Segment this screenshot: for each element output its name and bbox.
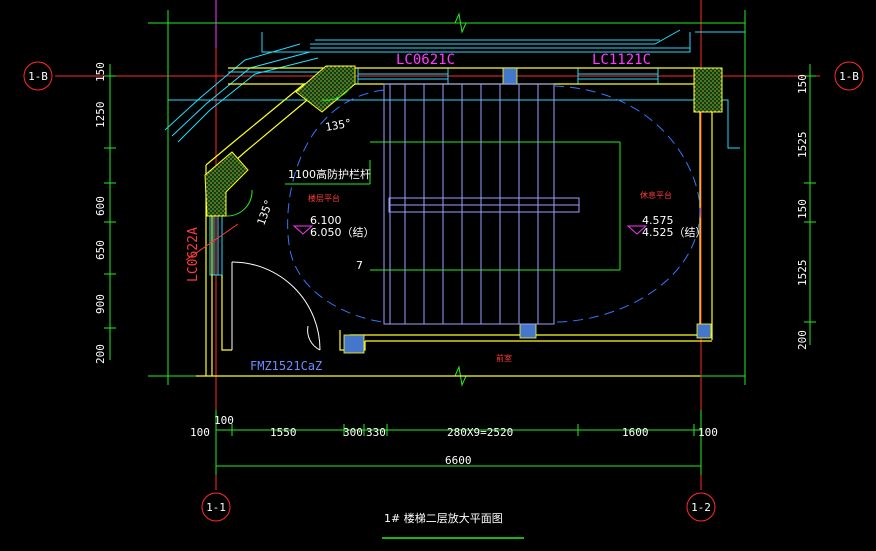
dim-right: 1525 [796, 132, 809, 159]
axis-label: 1-2 [691, 501, 711, 514]
dim-left: 900 [94, 294, 107, 314]
elev-marker-left [292, 225, 314, 235]
stair-arrow-mark: 7 [356, 259, 363, 272]
axis-label: 1-B [839, 70, 859, 83]
dim-total: 6600 [445, 454, 472, 467]
landing-left-label: 楼层平台 [308, 193, 340, 203]
dim-left: 650 [94, 240, 107, 260]
axis-bubble-11: 1-1 [201, 492, 231, 522]
dim-bottom: 280X9=2520 [447, 426, 513, 439]
axis-bubble-1b-left: 1-B [23, 61, 53, 91]
landing-right-elev-struct: 4.525（结） [642, 226, 707, 239]
elev-marker-right [626, 225, 648, 235]
break-mark-top [454, 12, 467, 34]
drawing-title: 1# 楼梯二层放大平面图 [384, 511, 503, 525]
angle-arc-2 [225, 189, 253, 217]
landing-outline [287, 85, 701, 323]
dim-right: 150 [796, 199, 809, 219]
door-swing [231, 261, 321, 351]
landing-right-label: 休息平台 [640, 190, 672, 200]
landing-left-elev: 6.100 [310, 214, 342, 227]
landing-right-elev: 4.575 [642, 214, 674, 227]
left-dimensions: 150 1250 600 650 900 200 [94, 62, 107, 364]
angle-label-2: 135° [255, 198, 276, 227]
dim-bottom: 1550 [270, 426, 297, 439]
axis-label: 1-1 [206, 501, 226, 514]
dim-bottom: 300 [343, 426, 363, 439]
window-label-lc0621c: LC0621C [396, 52, 455, 68]
dim-left: 1250 [94, 102, 107, 129]
right-dimensions: 150 1525 150 1525 200 [796, 74, 809, 350]
outer-walls [164, 29, 745, 149]
dim-right: 200 [796, 330, 809, 350]
columns [204, 65, 723, 217]
angle-label-1: 135° [324, 117, 352, 134]
axis-bubble-1b-right: 1-B [834, 61, 864, 91]
bottom-dimensions: 100 100 1550 300 330 280X9=2520 1600 100… [190, 414, 718, 467]
dim-left: 150 [94, 62, 107, 82]
dim-left: 600 [94, 196, 107, 216]
door-label: FMZ1521CaZ [250, 359, 322, 373]
dim-bottom: 100 [698, 426, 718, 439]
leader-lc0622a [185, 223, 239, 261]
dim-right: 150 [796, 74, 809, 94]
axis-bubble-12: 1-2 [686, 492, 716, 522]
dim-bottom: 330 [366, 426, 386, 439]
stair-treads [383, 83, 580, 325]
dim-bottom: 100 [214, 414, 234, 427]
landing-left-elev-struct: 6.050（结） [310, 226, 375, 239]
angle-arc-1 [321, 87, 351, 101]
dim-bottom: 100 [190, 426, 210, 439]
dim-bottom: 1600 [622, 426, 649, 439]
room-label: 前室 [496, 353, 512, 363]
axis-label: 1-B [28, 70, 48, 83]
window-label-lc0622a: LC0622A [186, 227, 201, 282]
dim-right: 1525 [796, 260, 809, 287]
structural-walls [196, 67, 713, 377]
window-label-lc1121c: LC1121C [592, 52, 651, 68]
window-frames [209, 67, 659, 276]
small-columns [343, 67, 712, 354]
dim-left: 200 [94, 344, 107, 364]
railing-note: 1100高防护栏杆 [288, 167, 371, 181]
